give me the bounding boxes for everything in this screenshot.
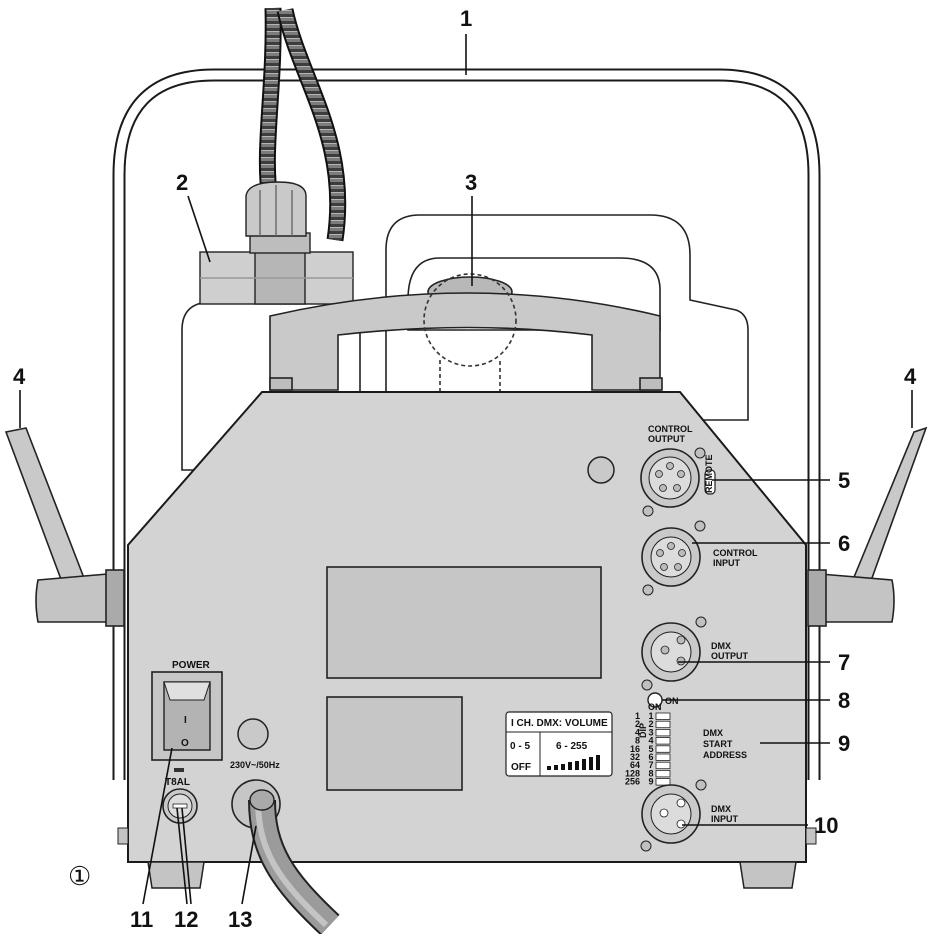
dip-number: 9 [648,777,653,787]
dip-number: 8 [648,768,653,778]
dmx-start-address-label-2: START [703,739,733,749]
small-window [326,696,463,791]
side-handle-left [4,427,125,627]
channel-table: I CH. DMX: VOLUME 0 - 5 OFF 6 - 255 [505,711,613,777]
carrying-handle [269,273,663,393]
dip-weight: 128 [625,768,640,778]
dip-weight: 1 [635,711,640,721]
callout-3: 3 [465,170,477,195]
callouts: 1 2 3 4 4 5 6 7 8 9 10 11 12 13 ① [13,6,917,932]
dip-toggle[interactable] [655,761,671,770]
leader-lines [19,34,913,905]
panel-hole-2 [237,718,269,750]
switch-off-mark: O [181,738,189,749]
dip-toggle[interactable] [655,729,671,737]
callout-8: 8 [838,688,850,713]
channel-table-col1-state: OFF [511,762,531,773]
dip-weight: 64 [630,760,640,770]
remote-tab-label: REMOTE [704,454,714,493]
dip-number: 5 [648,744,653,754]
dmx-start-address-label-1: DMX [703,728,723,738]
channel-table-col2-range: 6 - 255 [556,741,588,752]
dip-toggle[interactable] [655,720,671,729]
power-label: POWER [172,660,211,671]
control-output-label-2: OUTPUT [648,434,686,444]
dip-weight: 8 [635,736,640,746]
callout-6: 6 [838,531,850,556]
fuse-holder[interactable]: T8AL [162,768,198,824]
dip-number: 7 [648,760,653,770]
dip-number: 2 [648,719,653,729]
dip-number: 1 [648,711,653,721]
dmx-input-label-2: INPUT [711,814,739,824]
mains-label: 230V~/50Hz [230,760,280,770]
dip-toggle[interactable] [655,778,671,786]
dip-weight: 32 [630,752,640,762]
callout-13: 13 [228,907,252,932]
control-output-label-1: CONTROL [648,424,693,434]
side-handle-right [807,426,928,627]
dmx-output-label-1: DMX [711,641,731,651]
dmx-output-label-2: OUTPUT [711,651,749,661]
channel-table-col1-range: 0 - 5 [510,741,530,752]
dip-toggle[interactable] [655,712,671,720]
dmx-input-label-1: DMX [711,804,731,814]
figure-number: ① [68,861,91,891]
dip-toggle[interactable] [655,770,671,778]
callout-4-left: 4 [13,364,26,389]
feet [147,861,797,889]
dmx-start-address-label: DMX START ADDRESS [703,728,747,760]
callout-10: 10 [814,813,838,838]
led-on-label: ON [665,696,679,706]
callout-12: 12 [174,907,198,932]
panel-hole [587,456,615,484]
dip-weight: 16 [630,744,640,754]
callout-5: 5 [838,468,850,493]
control-input-connector[interactable]: CONTROL INPUT [641,520,758,596]
tank-cap [199,181,354,305]
callout-7: 7 [838,650,850,675]
dip-on-label: ON [648,702,662,712]
dip-toggle[interactable] [655,745,671,753]
dip-number: 4 [648,736,653,746]
volume-bars [547,755,600,770]
dmx-output-connector[interactable]: DMX OUTPUT [641,616,749,691]
dip-number: 3 [648,727,653,737]
control-output-connector[interactable]: CONTROL OUTPUT REMOTE [640,424,716,517]
control-input-label-2: INPUT [713,558,741,568]
dip-number: 6 [648,752,653,762]
control-input-label-1: CONTROL [713,548,758,558]
callout-9: 9 [838,731,850,756]
dip-toggle[interactable] [655,753,671,761]
callout-11: 11 [130,907,153,932]
channel-table-header: I CH. DMX: VOLUME [511,718,608,729]
dmx-start-address-label-3: ADDRESS [703,750,747,760]
switch-on-mark: I [184,715,187,726]
dip-label: DIP [638,723,648,738]
callout-2: 2 [176,170,188,195]
dmx-input-connector[interactable]: DMX INPUT [640,779,739,852]
dip-weight: 256 [625,777,640,787]
callout-4-right: 4 [904,364,917,389]
dip-weight: 2 [635,719,640,729]
dip-weight: 4 [635,727,640,737]
callout-1: 1 [460,6,472,31]
power-switch[interactable]: POWER I O [151,660,223,761]
fuse-label: T8AL [165,777,190,788]
display-window [326,566,602,679]
dip-toggle[interactable] [655,737,671,745]
